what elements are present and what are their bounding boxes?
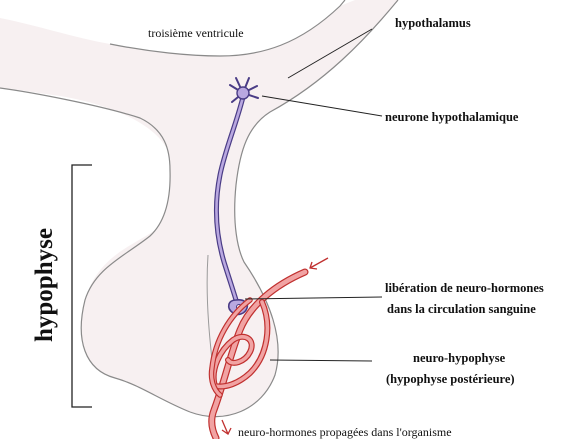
hypophysis-bracket — [72, 165, 92, 407]
tissue-body — [0, 0, 398, 417]
inflow-arrow — [310, 258, 328, 269]
ventricle-label: troisième ventricule — [148, 26, 244, 40]
neurohypophysis-label-line2: (hypophyse postérieure) — [386, 372, 515, 386]
neurohypophysis-label-line1: neuro-hypophyse — [413, 351, 506, 365]
release-label-line1: libération de neuro-hormones — [385, 281, 544, 295]
outflow-arrow — [222, 420, 231, 434]
hypophysis-label: hypophyse — [31, 228, 58, 342]
neuron-label: neurone hypothalamique — [385, 110, 519, 124]
neurohypophysis-leader — [270, 360, 372, 361]
hypothalamus-label: hypothalamus — [395, 16, 471, 30]
release-label-line2: dans la circulation sanguine — [387, 302, 536, 316]
propagation-label: neuro-hormones propagées dans l'organism… — [238, 425, 452, 439]
